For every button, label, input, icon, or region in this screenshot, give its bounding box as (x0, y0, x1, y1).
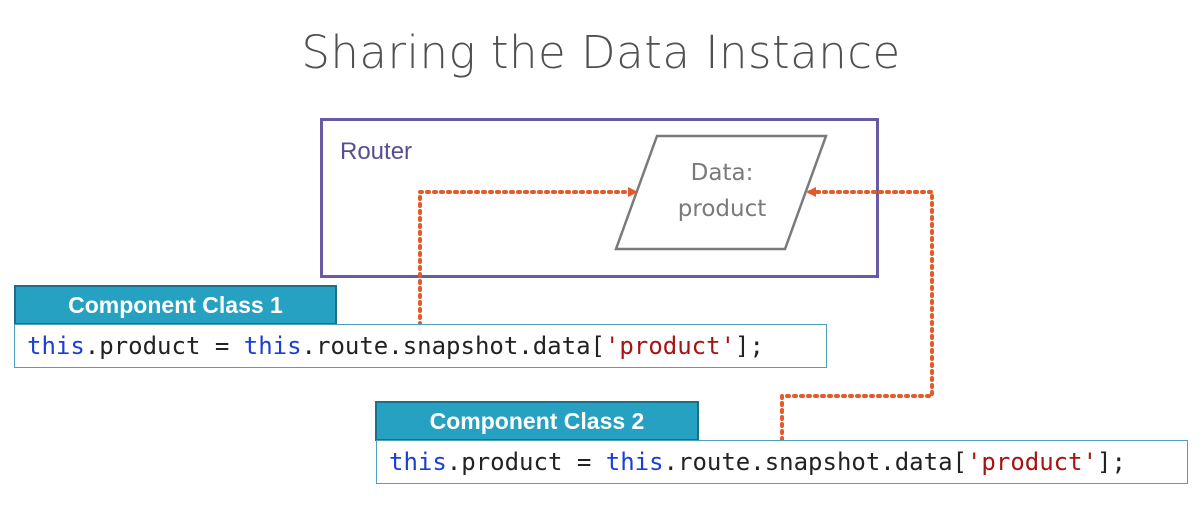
code-text: .route.snapshot.data[ (663, 448, 967, 476)
code-text: .product = (84, 332, 244, 360)
code-text: .product = (446, 448, 606, 476)
data-parallelogram (614, 134, 828, 251)
connector-component-1 (418, 187, 638, 327)
component-class-1-code: this.product = this.route.snapshot.data[… (14, 324, 827, 368)
code-keyword: this (605, 448, 664, 476)
slide-title: Sharing the Data Instance (301, 26, 901, 79)
component-class-2-code: this.product = this.route.snapshot.data[… (376, 440, 1188, 484)
code-text: ]; (1097, 448, 1126, 476)
code-text: .route.snapshot.data[ (301, 332, 605, 360)
data-label-line-1: Data: (690, 160, 754, 186)
data-label-line-2: product (677, 196, 767, 222)
code-string: 'product' (966, 448, 1098, 476)
code-string: 'product' (604, 332, 736, 360)
router-label: Router (340, 138, 413, 165)
component-class-1-header: Component Class 1 (14, 285, 337, 325)
code-keyword: this (243, 332, 302, 360)
code-keyword: this (389, 448, 447, 476)
component-class-2-header: Component Class 2 (375, 401, 699, 441)
router-box (320, 118, 879, 278)
code-text: ]; (735, 332, 764, 360)
code-keyword: this (27, 332, 85, 360)
connector-component-2 (780, 187, 934, 442)
